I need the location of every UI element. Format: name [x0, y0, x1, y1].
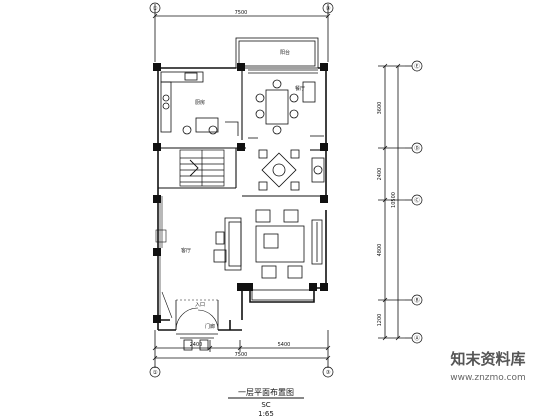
axis-label-right-c: Ⓒ — [414, 196, 420, 204]
tea-table-area — [258, 149, 325, 191]
watermark-brand: 知末资料库 — [450, 350, 525, 368]
scale-line-1: SC — [261, 401, 270, 409]
structural-columns — [153, 63, 328, 323]
axis-bubbles — [149, 2, 423, 378]
dim-right-mid: 10500 — [391, 192, 397, 208]
entry-door — [175, 299, 219, 351]
axis-label-top-left: ① — [153, 6, 158, 12]
axis-label-bottom-left: ① — [153, 370, 158, 376]
dim-bottom-total: 7500 — [235, 352, 248, 358]
dim-right-1: 3600 — [377, 102, 383, 115]
room-label-balcony: 阳台 — [280, 49, 290, 56]
dim-right-2: 2400 — [377, 168, 383, 181]
watermark-url: www.znzmo.com — [450, 373, 525, 383]
staircase — [179, 149, 225, 187]
room-label-entry: 入口 — [195, 302, 205, 308]
dim-top-total: 7500 — [235, 10, 248, 16]
left-wall-windows — [155, 196, 173, 319]
top-dimension — [152, 4, 331, 62]
kitchen — [160, 71, 239, 136]
dim-bottom-right: 5400 — [278, 342, 291, 348]
dim-right-3: 4800 — [377, 244, 383, 257]
axis-label-top-right: ③ — [326, 6, 331, 12]
room-label-dining: 餐厅 — [295, 85, 305, 92]
dim-right-4: 1200 — [377, 314, 383, 327]
axis-label-right-a: Ⓐ — [414, 334, 420, 342]
living-room — [213, 209, 323, 301]
drawing-title: 一层平面布置图 — [238, 387, 294, 397]
balcony — [235, 37, 319, 69]
dim-bottom-left: 2400 — [190, 342, 203, 348]
right-dimension — [378, 63, 405, 341]
room-label-kitchen: 厨房 — [195, 99, 205, 106]
interior-walls — [158, 68, 326, 197]
axis-label-right-e: Ⓔ — [414, 62, 420, 70]
axis-label-right-d: Ⓓ — [414, 144, 420, 152]
axis-label-right-b: Ⓑ — [414, 296, 420, 304]
axis-label-bottom-right: ③ — [326, 370, 331, 376]
bottom-dimension — [152, 330, 331, 368]
room-label-living: 客厅 — [181, 247, 191, 254]
scale-line-2: 1:65 — [258, 410, 274, 418]
room-label-porch: 门廊 — [205, 323, 215, 330]
dining-area — [248, 69, 324, 139]
